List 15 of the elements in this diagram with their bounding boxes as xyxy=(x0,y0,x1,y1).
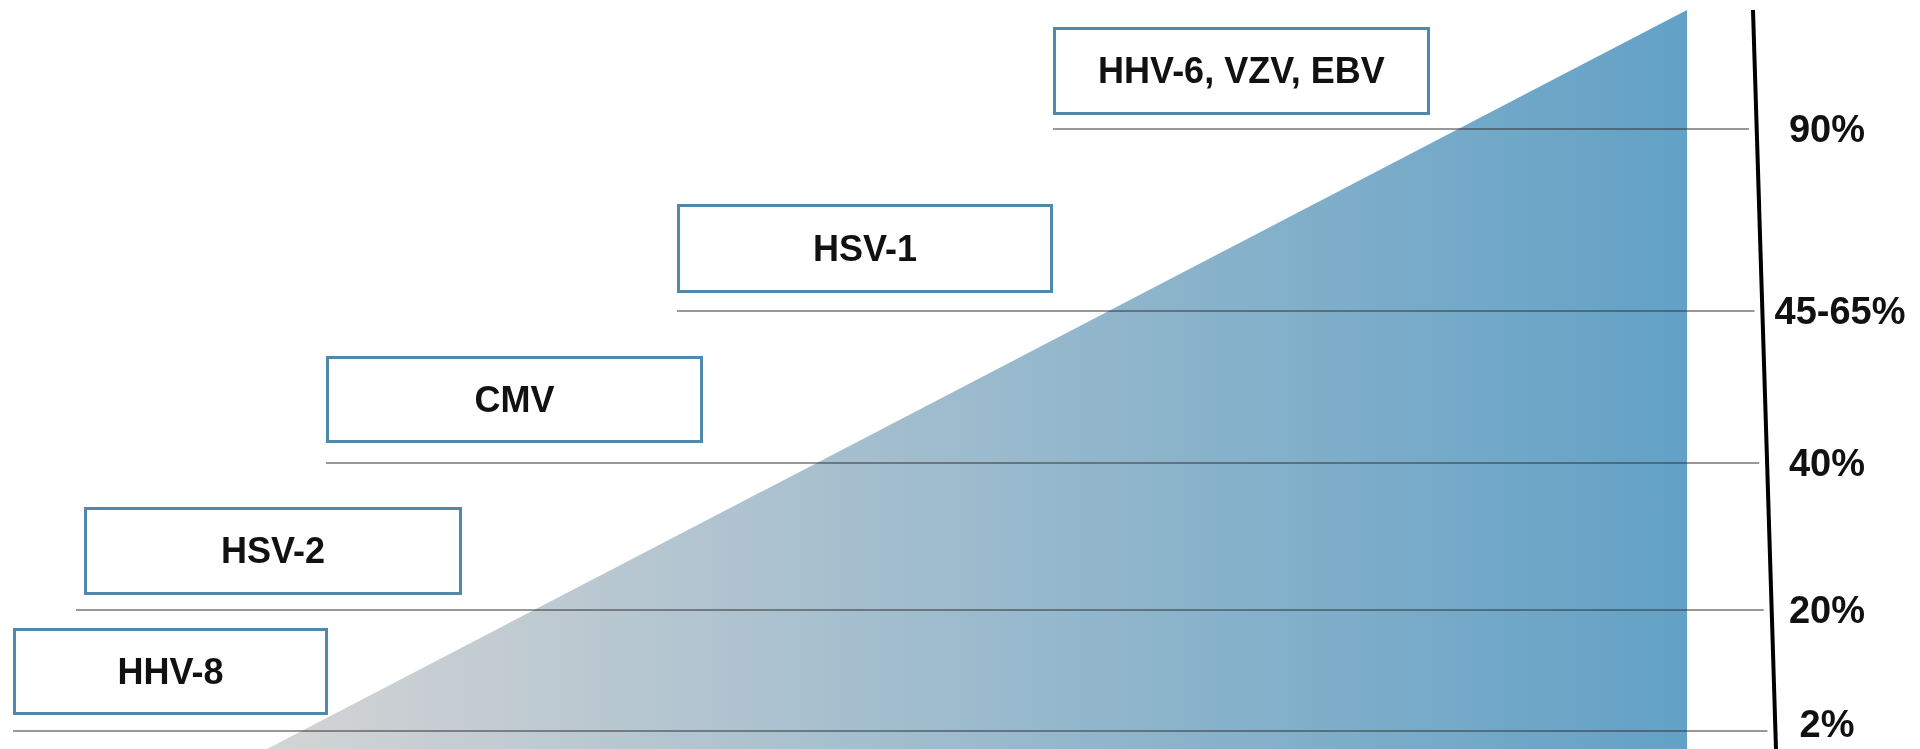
percentage-label: 90% xyxy=(1788,107,1866,151)
virus-box xyxy=(1053,27,1430,115)
percentage-label: 40% xyxy=(1788,441,1866,485)
virus-box xyxy=(326,356,703,443)
virus-box xyxy=(677,204,1053,293)
percentage-label: 20% xyxy=(1788,588,1866,632)
virus-box xyxy=(13,628,328,715)
virus-name: HSV-2 xyxy=(220,530,325,572)
percentage-label: 45-65% xyxy=(1774,289,1906,333)
virus-name: HHV-6, VZV, EBV xyxy=(1098,50,1385,92)
virus-name: CMV xyxy=(474,378,555,421)
percentage-label: 2% xyxy=(1799,702,1855,746)
virus-box xyxy=(84,507,462,595)
virus-name: HHV-8 xyxy=(117,650,224,693)
virus-name: HSV-1 xyxy=(812,227,917,270)
